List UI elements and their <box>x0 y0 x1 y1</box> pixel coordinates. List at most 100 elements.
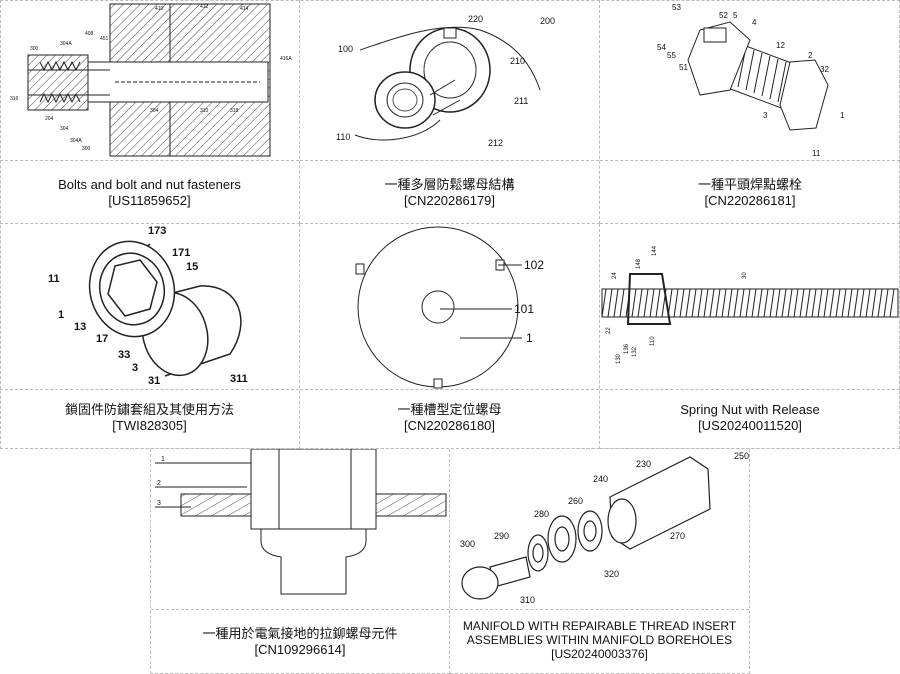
patent-caption: 一種平頭焊點螺栓 [CN220286181] <box>600 177 900 209</box>
svg-text:210: 210 <box>510 56 525 66</box>
patent-cell-4: 173 171 15 11 1 13 17 33 3 31 311 鎖固件防鏽套… <box>0 224 300 449</box>
svg-text:304: 304 <box>150 108 159 114</box>
rivet-nut-drawing: 1 2 3 <box>151 449 449 609</box>
svg-text:220: 220 <box>468 14 483 24</box>
svg-text:52: 52 <box>719 11 728 20</box>
svg-text:412: 412 <box>200 4 209 10</box>
svg-text:304A: 304A <box>60 41 72 47</box>
svg-text:318: 318 <box>230 108 239 114</box>
patent-number: [US20240003376] <box>450 647 749 661</box>
svg-text:310: 310 <box>200 108 209 114</box>
svg-text:4: 4 <box>752 18 757 27</box>
patent-caption: 一種多層防鬆螺母結構 [CN220286179] <box>300 177 599 209</box>
svg-text:110: 110 <box>650 336 656 346</box>
patent-caption: 一種槽型定位螺母 [CN220286180] <box>300 402 599 434</box>
svg-text:2: 2 <box>157 480 161 487</box>
svg-text:11: 11 <box>812 149 821 158</box>
patent-title: Spring Nut with Release <box>680 402 819 417</box>
svg-text:211: 211 <box>514 96 528 106</box>
patent-number: [CN109296614] <box>151 642 449 658</box>
svg-text:1: 1 <box>58 309 64 321</box>
patent-cell-3: 53 52 5 4 54 55 51 12 2 32 1 3 11 一種平頭焊點… <box>600 0 900 224</box>
patent-caption: MANIFOLD WITH REPAIRABLE THREAD INSERT A… <box>450 619 749 661</box>
manifold-insert-drawing: 250 230 240 260 280 290 300 310 320 270 <box>450 449 749 609</box>
patent-title-line1: MANIFOLD WITH REPAIRABLE THREAD INSERT <box>450 619 749 633</box>
svg-text:51: 51 <box>679 63 688 72</box>
svg-text:13: 13 <box>74 321 86 333</box>
svg-text:300: 300 <box>460 539 475 549</box>
svg-text:414: 414 <box>240 6 249 12</box>
svg-text:280: 280 <box>534 509 549 519</box>
svg-text:30: 30 <box>742 272 748 279</box>
svg-text:250: 250 <box>734 451 749 461</box>
svg-text:311: 311 <box>230 373 248 385</box>
slot-nut-drawing: 102 101 1 <box>300 224 599 389</box>
patent-title: 一種用於電氣接地的拉鉚螺母元件 <box>202 626 397 641</box>
svg-text:410: 410 <box>155 6 164 12</box>
patent-number: [CN220286181] <box>600 193 900 209</box>
svg-text:240: 240 <box>593 474 608 484</box>
svg-text:144: 144 <box>652 245 658 256</box>
patent-caption: Spring Nut with Release [US20240011520] <box>600 402 900 434</box>
svg-text:5: 5 <box>733 11 738 20</box>
patent-number: [TWI828305] <box>0 418 299 434</box>
svg-text:130: 130 <box>616 353 622 364</box>
svg-text:2: 2 <box>808 51 813 60</box>
svg-text:148: 148 <box>636 258 642 269</box>
svg-text:54: 54 <box>657 43 666 52</box>
lock-nut-drawing: 220 200 210 100 211 110 212 <box>300 0 599 160</box>
patent-cell-1: 410 412 414 416A 300 304A 408 451 316 20… <box>0 0 300 224</box>
svg-text:200: 200 <box>540 16 555 26</box>
svg-text:408: 408 <box>85 31 94 37</box>
svg-text:12: 12 <box>776 41 785 50</box>
svg-text:290: 290 <box>494 531 509 541</box>
svg-text:300: 300 <box>82 146 91 152</box>
svg-text:304A: 304A <box>70 138 82 144</box>
svg-text:100: 100 <box>338 44 353 54</box>
svg-text:22: 22 <box>606 327 612 334</box>
svg-text:270: 270 <box>670 531 685 541</box>
svg-text:55: 55 <box>667 51 676 60</box>
patent-number: [US20240011520] <box>600 418 900 434</box>
svg-text:17: 17 <box>96 333 108 345</box>
svg-text:212: 212 <box>488 138 503 148</box>
svg-text:53: 53 <box>672 3 681 12</box>
svg-text:204: 204 <box>45 116 54 122</box>
patent-cell-6: 144 148 24 30 22 130 136 132 110 Spring … <box>600 224 900 449</box>
patent-title: 鎖固件防鏽套組及其使用方法 <box>65 402 234 417</box>
patent-number: [US11859652] <box>0 193 299 209</box>
patent-title: 一種槽型定位螺母 <box>397 402 501 417</box>
svg-text:171: 171 <box>172 247 190 259</box>
patent-number: [CN220286180] <box>300 418 599 434</box>
svg-text:1: 1 <box>840 111 845 120</box>
weld-bolt-drawing: 53 52 5 4 54 55 51 12 2 32 1 3 11 <box>600 0 900 160</box>
patent-title: 一種平頭焊點螺栓 <box>698 177 802 192</box>
svg-text:31: 31 <box>148 375 160 387</box>
svg-text:304: 304 <box>60 126 69 132</box>
bolt-section-drawing: 410 412 414 416A 300 304A 408 451 316 20… <box>0 0 299 160</box>
svg-text:101: 101 <box>514 302 534 316</box>
rust-cap-drawing: 173 171 15 11 1 13 17 33 3 31 311 <box>0 224 299 389</box>
patent-cell-7: 1 2 3 一種用於電氣接地的拉鉚螺母元件 [CN109296614] <box>150 449 450 674</box>
patent-title: Bolts and bolt and nut fasteners <box>58 177 241 192</box>
svg-text:260: 260 <box>568 496 583 506</box>
svg-text:102: 102 <box>524 258 544 272</box>
patent-caption: 鎖固件防鏽套組及其使用方法 [TWI828305] <box>0 402 299 434</box>
svg-text:15: 15 <box>186 261 198 273</box>
svg-text:136: 136 <box>624 343 630 354</box>
patent-cell-8: 250 230 240 260 280 290 300 310 320 270 … <box>450 449 750 674</box>
patent-title-line2: ASSEMBLIES WITHIN MANIFOLD BOREHOLES <box>450 633 749 647</box>
svg-text:24: 24 <box>612 272 618 279</box>
svg-text:11: 11 <box>48 273 60 285</box>
patent-cell-5: 102 101 1 一種槽型定位螺母 [CN220286180] <box>300 224 600 449</box>
svg-text:230: 230 <box>636 459 651 469</box>
svg-text:300: 300 <box>30 46 39 52</box>
patent-cell-2: 220 200 210 100 211 110 212 一種多層防鬆螺母結構 [… <box>300 0 600 224</box>
svg-text:3: 3 <box>763 111 768 120</box>
svg-text:33: 33 <box>118 349 130 361</box>
svg-text:320: 320 <box>604 569 619 579</box>
svg-text:1: 1 <box>526 331 533 345</box>
patent-caption: Bolts and bolt and nut fasteners [US1185… <box>0 177 299 209</box>
svg-text:173: 173 <box>148 225 166 237</box>
svg-text:32: 32 <box>820 65 829 74</box>
